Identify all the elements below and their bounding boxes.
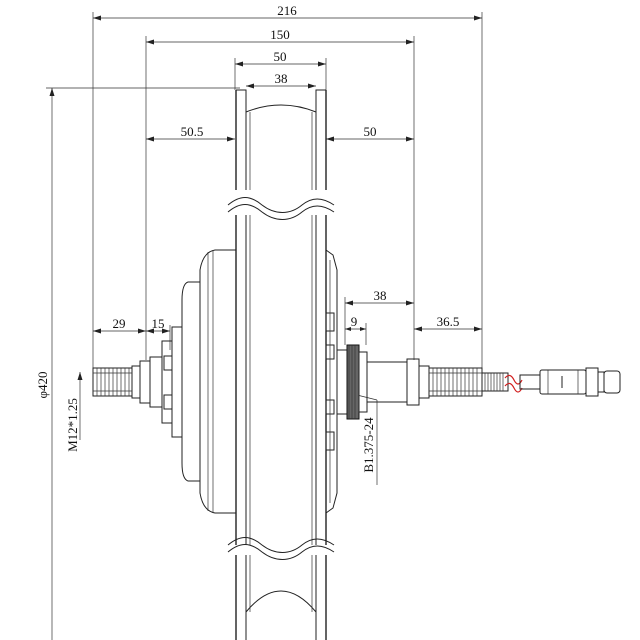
dim-axle-span: 150 [145,27,415,360]
freewheel-thread-label: B1.375-24 [361,417,376,473]
rim-middle [235,215,327,545]
dim-38-rim-label: 38 [275,71,288,86]
dim-15-label: 15 [152,316,165,331]
dim-50-rim-label: 50 [274,49,287,64]
dim-9-label: 9 [351,314,358,329]
motor-body-left [161,249,236,514]
motor-body-right [325,249,338,514]
dim-left-offset: 50.5 [146,124,235,142]
axle-right [336,344,483,420]
dim-diameter: φ420 [35,87,240,640]
dim-diameter-label: φ420 [35,371,50,398]
dim-rim-inner: 38 [246,71,316,89]
dim-rim-outer: 50 [234,49,327,90]
cable-break-mark-2 [504,382,523,393]
dim-left-axle: 29 15 [93,316,171,350]
thread-spec-label: M12*1.25 [65,398,80,452]
thread-spec-callout: M12*1.25 [65,372,83,452]
dim-36-5-label: 36.5 [437,314,460,329]
dim-right-offset: 50 [326,124,414,142]
dim-150-label: 150 [270,27,290,42]
dim-216-label: 216 [277,3,297,18]
cable-connector [539,367,621,397]
dim-50-5-label: 50.5 [181,124,204,139]
axle-left [92,356,163,408]
freewheel-thread-callout: B1.375-24 [356,394,378,485]
dim-29-label: 29 [113,316,126,331]
motor-cable [481,372,541,393]
rim-lower [227,537,335,640]
dim-38-right-label: 38 [374,288,387,303]
dim-right-axle: 38 9 36.5 [344,288,482,345]
rim-upper [227,89,335,220]
dim-overall-width: 216 [92,3,483,370]
dim-50-right-label: 50 [364,124,377,139]
